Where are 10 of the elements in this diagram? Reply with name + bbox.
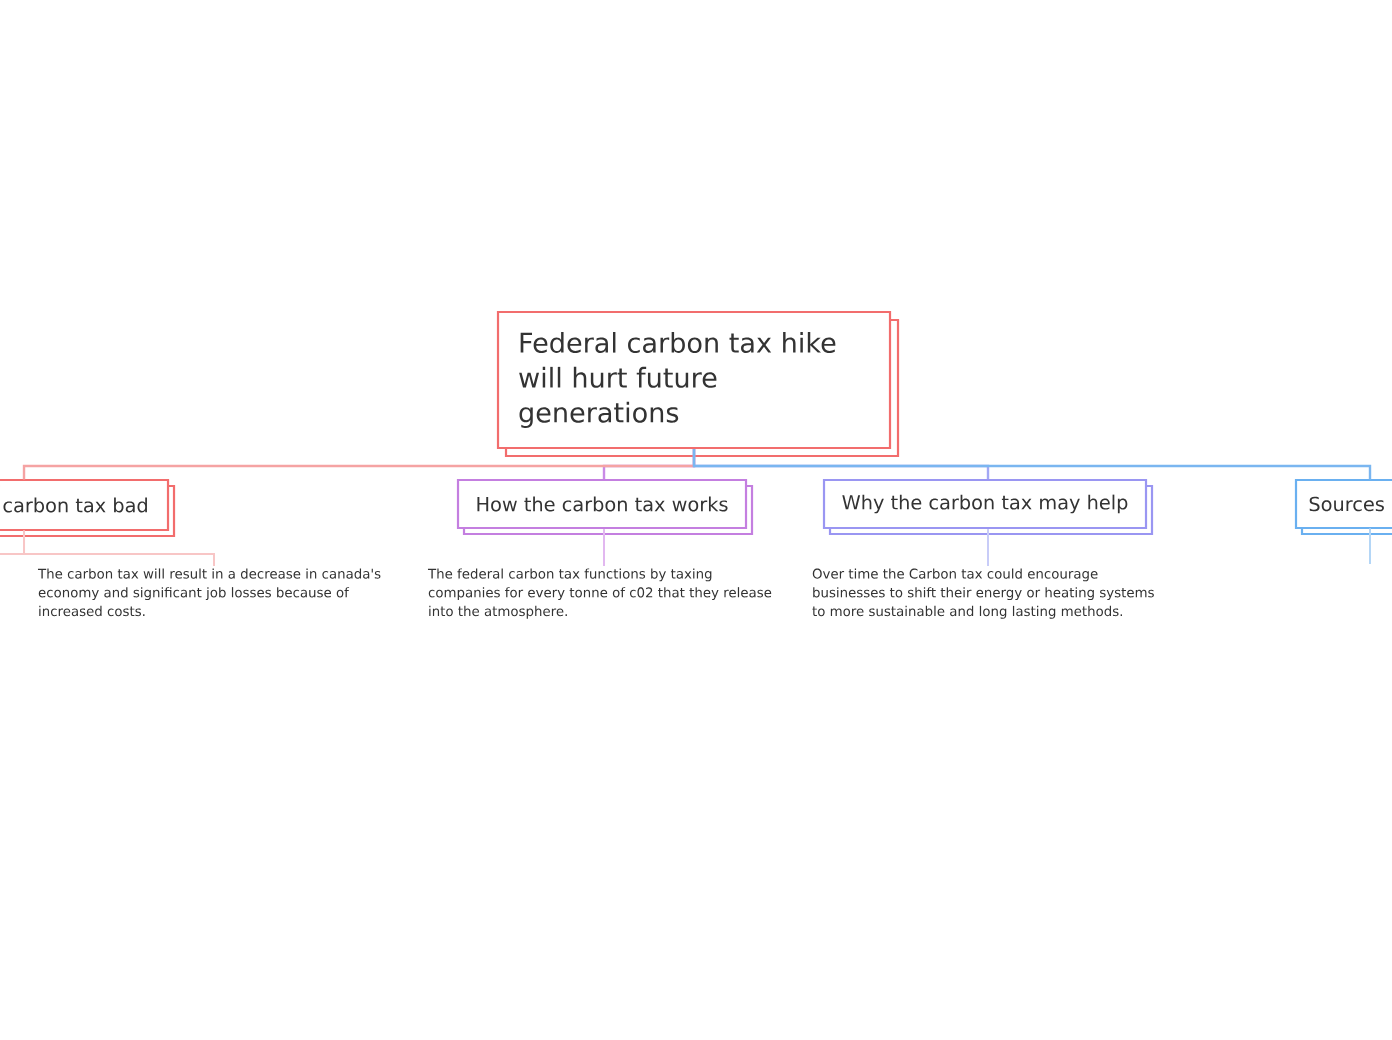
topic-box: How the carbon tax works [456, 478, 754, 536]
connector-line [0, 529, 25, 555]
topic-box: Why the carbon tax may help [822, 478, 1154, 536]
connector-line [692, 449, 1372, 480]
topic-box: Sources [1294, 478, 1392, 536]
connector-line [1369, 527, 1371, 565]
central-topic-box: Federal carbon tax hike will hurt future generations [496, 310, 900, 458]
connector-line [987, 528, 989, 567]
topic-box: carbon tax bad [0, 478, 176, 538]
connector-line [603, 528, 605, 567]
